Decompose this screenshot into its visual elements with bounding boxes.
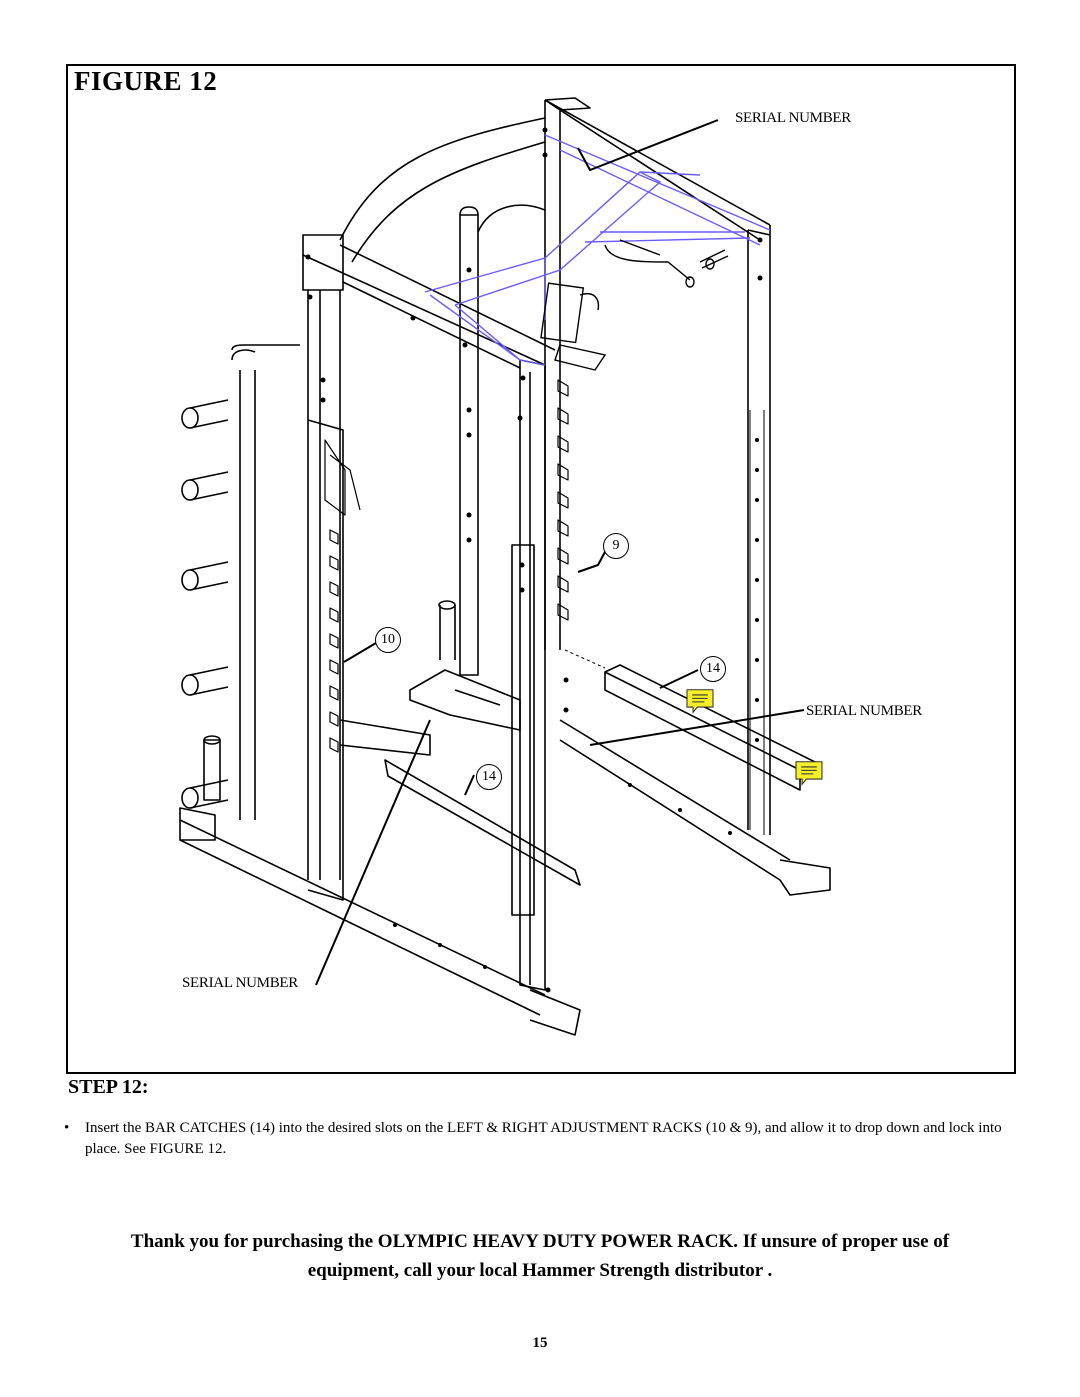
back-left-upright — [459, 206, 479, 676]
part-number-14-left: 14 — [476, 764, 502, 790]
base-left-foot — [179, 807, 216, 841]
bar-catch-left — [339, 719, 581, 886]
power-rack-illustration — [179, 97, 831, 1036]
closing-line-2: equipment, call your local Hammer Streng… — [307, 1260, 773, 1281]
part-number-14-right: 14 — [700, 656, 726, 682]
figure-frame — [66, 64, 1016, 1074]
leader-lines — [315, 119, 805, 986]
landmine-attachment — [409, 669, 521, 731]
top-rear-beam — [544, 99, 771, 241]
base-right-foot — [779, 859, 831, 896]
plate-storage-rack — [181, 344, 300, 820]
front-right-upright — [511, 359, 581, 1036]
note-icon[interactable] — [792, 760, 826, 786]
figure-title: FIGURE 12 — [74, 66, 218, 96]
right-rear-upright — [747, 225, 771, 835]
instruction-item: Insert the BAR CATCHES (14) into the des… — [62, 1118, 1022, 1160]
left-adjustment-rack — [324, 439, 361, 753]
part-number-10: 10 — [375, 627, 401, 653]
step-heading: STEP 12: — [68, 1076, 149, 1098]
bar-catch-right — [604, 664, 816, 791]
back-right-upright — [544, 97, 591, 650]
top-arch — [339, 117, 546, 263]
closing-message: Thank you for purchasing the OLYMPIC HEA… — [60, 1227, 1020, 1285]
closing-line-1: Thank you for purchasing the OLYMPIC HEA… — [130, 1231, 950, 1252]
note-icon[interactable] — [683, 688, 717, 714]
serial-number-label-top: SERIAL NUMBER — [735, 110, 851, 126]
front-left-upright — [302, 234, 344, 901]
bolt-holes — [305, 127, 763, 993]
pull-up-bar-attachment — [424, 134, 771, 366]
pull-up-handles — [540, 239, 729, 371]
instruction-list: Insert the BAR CATCHES (14) into the des… — [62, 1118, 1022, 1160]
page-number: 15 — [532, 1335, 548, 1351]
back-arch — [477, 204, 546, 233]
center-post — [439, 605, 456, 660]
right-adjustment-rack — [557, 379, 569, 621]
part-number-9: 9 — [603, 533, 629, 559]
serial-number-label-bottom: SERIAL NUMBER — [182, 975, 298, 991]
serial-number-label-right: SERIAL NUMBER — [806, 703, 922, 719]
